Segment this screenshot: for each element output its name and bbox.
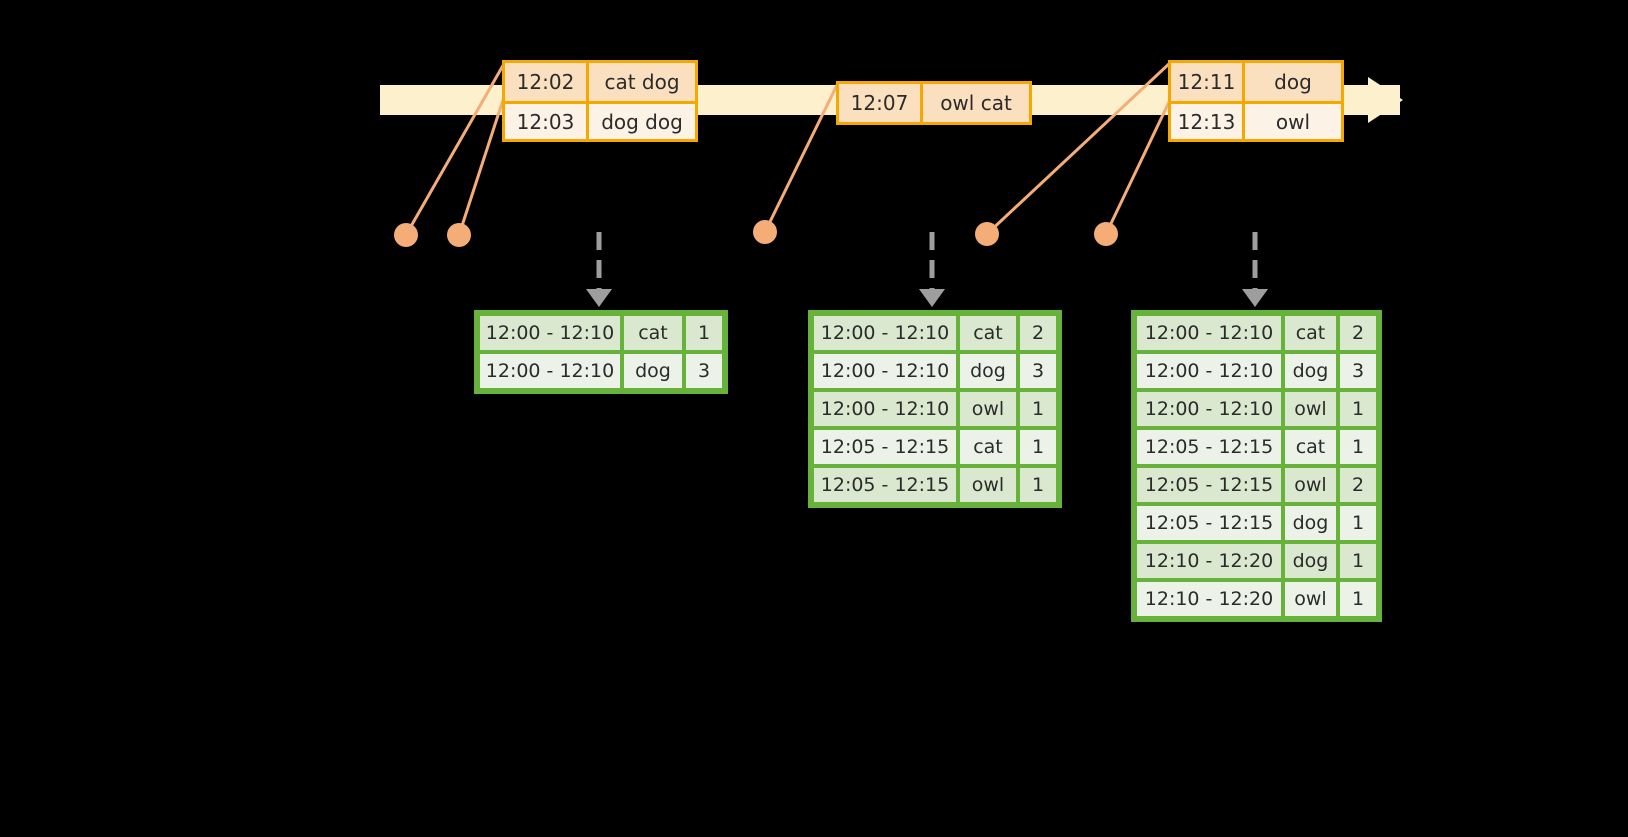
cell-window: 12:05 - 12:15 bbox=[1135, 504, 1283, 542]
cell-count: 1 bbox=[1018, 390, 1058, 428]
cell-window: 12:00 - 12:10 bbox=[1135, 352, 1283, 390]
cell-count: 1 bbox=[1338, 580, 1378, 618]
cell-window: 12:00 - 12:10 bbox=[478, 352, 622, 390]
cell-window: 12:00 - 12:10 bbox=[478, 314, 622, 352]
cell-word: owl bbox=[1283, 580, 1338, 618]
event-time: 12:03 bbox=[505, 104, 589, 139]
event-words: owl cat bbox=[940, 91, 1012, 115]
dashed-arrow-head-icon bbox=[586, 289, 612, 307]
cell-word: owl bbox=[958, 390, 1018, 428]
event-row: 12:11 dog bbox=[1171, 63, 1341, 101]
event-time: 12:13 bbox=[1171, 104, 1245, 139]
cell-window: 12:00 - 12:10 bbox=[812, 352, 958, 390]
cell-word: cat bbox=[1283, 314, 1338, 352]
event-dot[interactable] bbox=[447, 223, 471, 247]
cell-word: owl bbox=[1283, 466, 1338, 504]
event-dot[interactable] bbox=[753, 220, 777, 244]
timeline-arrow-icon bbox=[1368, 77, 1403, 123]
event-box-2[interactable]: 12:07 owl cat bbox=[836, 81, 1032, 125]
cell-window: 12:05 - 12:15 bbox=[812, 466, 958, 504]
cell-count: 1 bbox=[1018, 428, 1058, 466]
event-box-1[interactable]: 12:02 cat dog 12:03 dog dog bbox=[502, 60, 698, 142]
event-words: cat dog bbox=[604, 70, 680, 94]
cell-count: 1 bbox=[1338, 390, 1378, 428]
event-words: owl bbox=[1275, 109, 1311, 134]
event-dot[interactable] bbox=[394, 223, 418, 247]
cell-window: 12:00 - 12:10 bbox=[812, 390, 958, 428]
event-row: 12:03 dog dog bbox=[505, 101, 695, 139]
event-time: 12:02 bbox=[505, 63, 589, 101]
cell-word: cat bbox=[958, 314, 1018, 352]
cell-count: 3 bbox=[1018, 352, 1058, 390]
cell-count: 1 bbox=[684, 314, 724, 352]
cell-window: 12:05 - 12:15 bbox=[1135, 466, 1283, 504]
cell-window: 12:00 - 12:10 bbox=[812, 314, 958, 352]
cell-count: 2 bbox=[1018, 314, 1058, 352]
cell-window: 12:05 - 12:15 bbox=[812, 428, 958, 466]
cell-count: 2 bbox=[1338, 314, 1378, 352]
cell-count: 3 bbox=[1338, 352, 1378, 390]
dashed-arrows bbox=[586, 232, 1268, 307]
cell-window: 12:00 - 12:10 bbox=[1135, 390, 1283, 428]
cell-word: owl bbox=[958, 466, 1018, 504]
cell-window: 12:05 - 12:15 bbox=[1135, 428, 1283, 466]
dashed-arrow-head-icon bbox=[919, 289, 945, 307]
cell-word: owl bbox=[1283, 390, 1338, 428]
event-dot[interactable] bbox=[1094, 222, 1118, 246]
cell-word: cat bbox=[622, 314, 684, 352]
cell-word: dog bbox=[1283, 504, 1338, 542]
cell-word: dog bbox=[1283, 542, 1338, 580]
cell-word: cat bbox=[958, 428, 1018, 466]
event-row: 12:07 owl cat bbox=[839, 84, 1029, 122]
cell-count: 3 bbox=[684, 352, 724, 390]
connector-line bbox=[457, 99, 505, 236]
cell-word: dog bbox=[1283, 352, 1338, 390]
cell-count: 1 bbox=[1338, 428, 1378, 466]
event-words: dog dog bbox=[601, 109, 683, 134]
cell-count: 2 bbox=[1338, 466, 1378, 504]
cell-count: 1 bbox=[1018, 466, 1058, 504]
event-time: 12:07 bbox=[839, 84, 923, 122]
event-words: dog bbox=[1274, 70, 1312, 94]
event-box-3[interactable]: 12:11 dog 12:13 owl bbox=[1168, 60, 1344, 142]
cell-word: dog bbox=[958, 352, 1018, 390]
cell-word: dog bbox=[622, 352, 684, 390]
connector-line bbox=[1104, 99, 1172, 235]
cell-count: 1 bbox=[1338, 542, 1378, 580]
cell-window: 12:00 - 12:10 bbox=[1135, 314, 1283, 352]
event-time: 12:11 bbox=[1171, 63, 1245, 101]
cell-count: 1 bbox=[1338, 504, 1378, 542]
event-dots bbox=[394, 220, 1118, 247]
dashed-arrow-head-icon bbox=[1242, 289, 1268, 307]
cell-window: 12:10 - 12:20 bbox=[1135, 542, 1283, 580]
cell-word: cat bbox=[1283, 428, 1338, 466]
event-row: 12:13 owl bbox=[1171, 101, 1341, 139]
event-row: 12:02 cat dog bbox=[505, 63, 695, 101]
event-dot[interactable] bbox=[975, 222, 999, 246]
cell-window: 12:10 - 12:20 bbox=[1135, 580, 1283, 618]
